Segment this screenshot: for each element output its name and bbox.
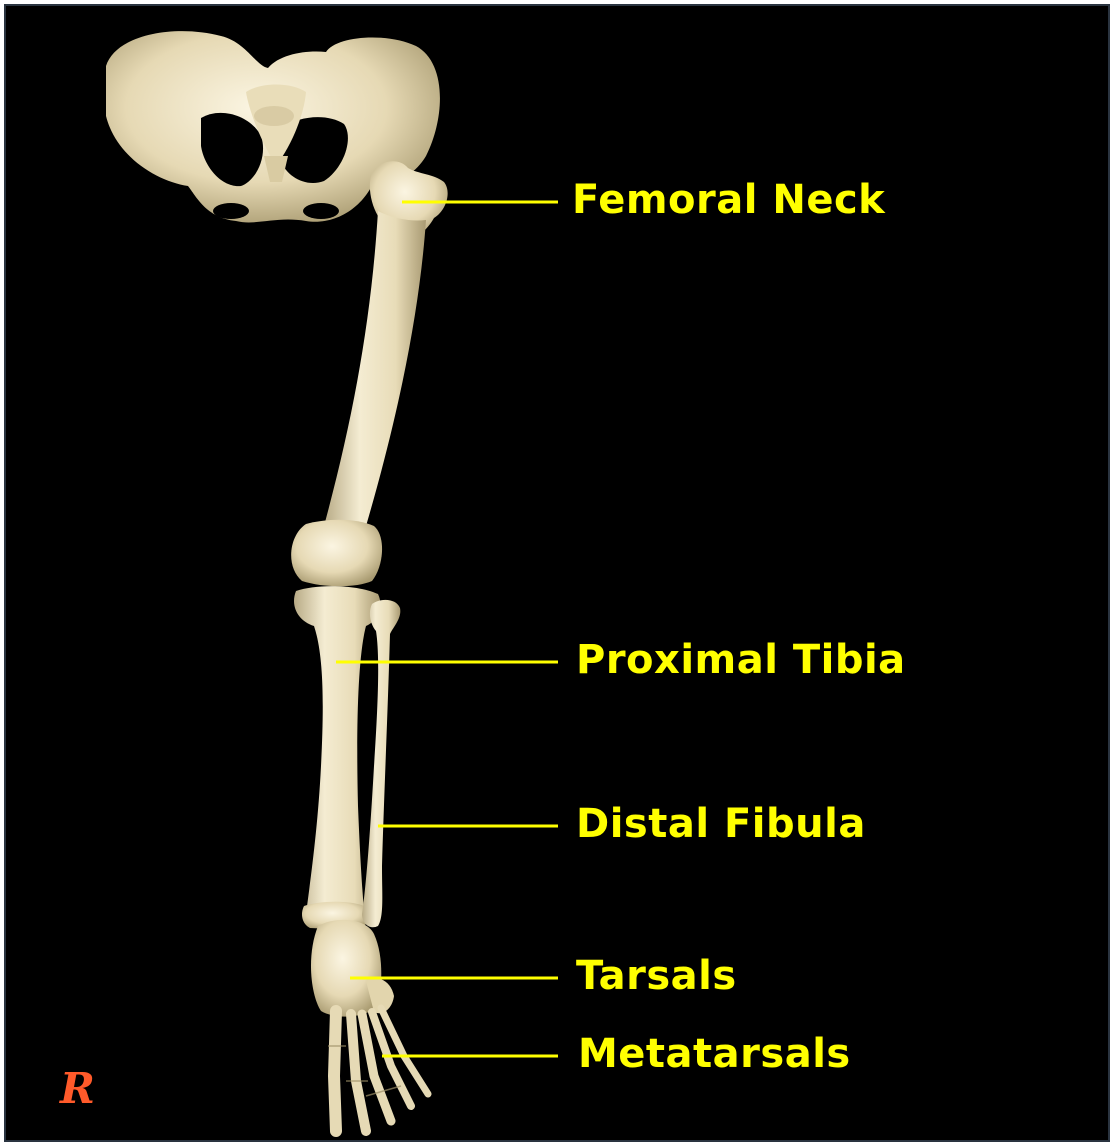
label-proximal-tibia: Proximal Tibia xyxy=(576,640,906,680)
foot xyxy=(311,920,428,1131)
skeleton-illustration xyxy=(6,6,1110,1142)
label-metatarsals: Metatarsals xyxy=(578,1034,851,1074)
label-femoral-neck: Femoral Neck xyxy=(572,180,885,220)
label-tarsals: Tarsals xyxy=(576,956,737,996)
label-distal-fibula: Distal Fibula xyxy=(576,804,866,844)
femur xyxy=(291,161,447,586)
fibula xyxy=(362,600,400,927)
diagram-frame: Femoral Neck Proximal Tibia Distal Fibul… xyxy=(4,4,1110,1142)
side-marker: R xyxy=(60,1068,95,1110)
